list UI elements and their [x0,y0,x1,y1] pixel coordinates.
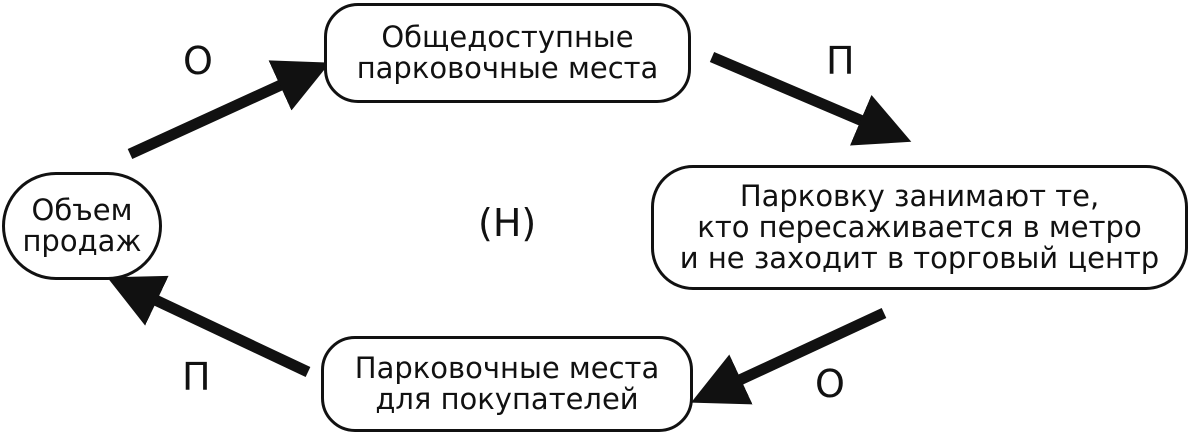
label-public-to-metro: П [826,39,855,83]
node-sales-volume: Объем продаж [2,172,162,280]
label-metro-to-customer: О [815,362,845,406]
node-metro-users-line-1: Парковку занимают те, [739,179,1100,213]
node-customer-parking-line-2: для покупателей [375,382,639,416]
label-sales-to-public: О [183,39,213,83]
node-metro-users-line-2: кто пересаживается в метро [697,210,1142,244]
node-public-parking-line-1: Общедоступные [381,20,634,54]
node-sales-volume-line-1: Объем [31,193,133,227]
label-loop-type: (Н) [478,201,537,245]
arrow-metro-to-customer [691,308,887,405]
arrow-public-to-metro [709,51,912,146]
node-metro-users-line-3: и не заходит в торговый центр [679,241,1160,275]
arrow-customer-to-sales [107,275,311,377]
node-customer-parking-line-1: Парковочные места [354,351,660,385]
label-customer-to-sales: П [182,355,211,399]
node-metro-users: Парковку занимают те, кто пересаживается… [651,165,1188,290]
node-public-parking: Общедоступные парковочные места [324,3,691,103]
node-customer-parking: Парковочные места для покупателей [321,336,693,432]
arrow-sales-to-public [127,60,331,160]
node-public-parking-line-2: парковочные места [356,51,659,85]
node-sales-volume-line-2: продаж [22,224,142,258]
